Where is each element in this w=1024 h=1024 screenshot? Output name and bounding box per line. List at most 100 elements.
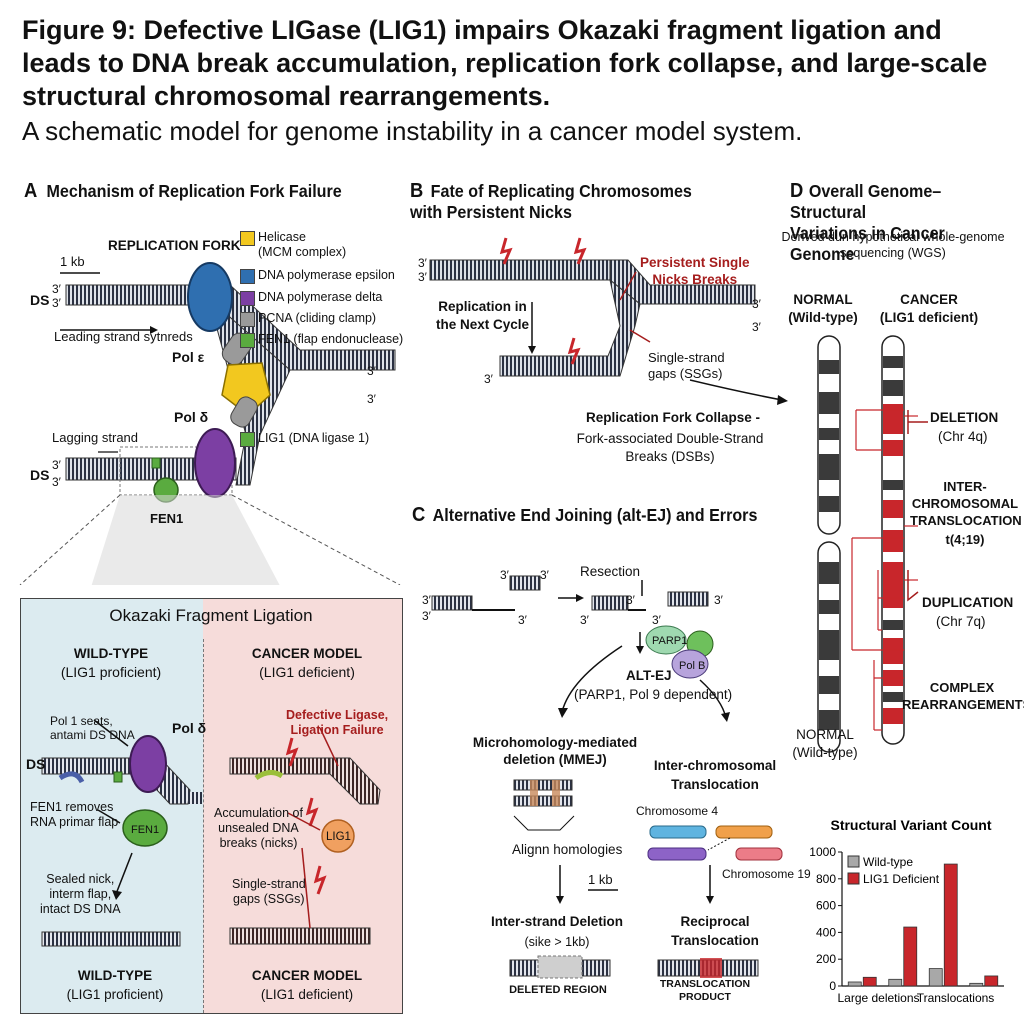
microhomology-block	[530, 780, 538, 806]
prime-label: 3′	[52, 282, 61, 296]
fen1-label: FEN1	[150, 511, 184, 526]
wt-foot: WILD-TYPE	[77, 968, 153, 983]
sealed-text: Sealed nick, interm flap, intact DS DNA	[40, 872, 121, 916]
prime-label: 3′	[418, 256, 427, 270]
legend-item-lig1: LIG1 (DNA ligase 1)	[240, 431, 370, 447]
accum-arrow	[287, 812, 321, 831]
align-label: Alignn homologies	[512, 842, 623, 857]
normal-head: NORMAL (Wild-type)	[788, 292, 858, 325]
exchange-arrow	[707, 837, 731, 851]
prime-label: 3′	[752, 297, 761, 311]
lig1-ok-label: LIG1	[326, 831, 351, 843]
b-parental-duplex	[429, 259, 611, 281]
mmej-strand-bottom	[513, 795, 573, 807]
legend-label: LIG1 (DNA ligase 1)	[258, 431, 370, 445]
pol-delta-label: Pol δ	[174, 409, 209, 425]
down-arrowhead	[112, 890, 122, 900]
defective-text: Defective Ligase, Ligation Failure	[286, 708, 389, 737]
align-bracket	[513, 815, 575, 831]
legend-label: Helicase (MCM complex)	[258, 230, 347, 259]
prime-label: 3′	[52, 458, 61, 472]
polb-label: Pol B	[679, 660, 706, 672]
figure-subtitle: A schematic model for genome instability…	[22, 116, 803, 146]
bar-wild-type	[847, 981, 862, 987]
translocation-product-label: TRANSLOCATION PRODUCT	[659, 978, 751, 1003]
legend-label: DNA polymerase epsilon	[258, 268, 395, 282]
legend-swatch	[847, 872, 860, 885]
legend-item-pcna: PCNA (cliding clamp)	[240, 311, 377, 327]
ssg-b-label: Single-strand gaps (SSGs)	[648, 350, 725, 381]
panel-a-title-text: Mechanism of Replication Fork Failure	[46, 181, 342, 201]
altej-label: ALT-EJ	[626, 668, 672, 683]
cm-fork-arm	[329, 757, 381, 805]
figure-title: Figure 9: Defective LIGase (LIG1) impair…	[22, 15, 988, 111]
altej-sub: (PARP1, Pol 9 dependent)	[574, 687, 733, 702]
mmej-strand-top	[513, 779, 573, 791]
alt-ej-diagram	[431, 575, 783, 979]
resection-label: Resection	[580, 564, 641, 579]
sv-count-chart: Structural Variant Count 020040060080010…	[809, 817, 1004, 1005]
bar-wild-type	[928, 968, 943, 987]
down-arrow	[115, 852, 133, 895]
lig1-swatch	[240, 432, 255, 447]
collapse-label: Replication Fork Collapse -	[586, 410, 761, 425]
y-tick-label: 0	[829, 979, 836, 993]
transloc-down-arrowhead	[706, 896, 714, 904]
legend-label: PCNA (cliding clamp)	[258, 311, 377, 325]
pol-epsilon-label: Pol ε	[172, 349, 205, 365]
bar-lig1-deficient	[862, 976, 877, 987]
ds-ok-label: DS	[26, 756, 46, 772]
cm-sub: (LIG1 deficient)	[259, 664, 355, 680]
microhomology-block	[552, 780, 560, 806]
panel-c-title-text: Alternative End Joining (alt-EJ) and Err…	[432, 505, 758, 525]
normal-foot: NORMAL (Wild-type)	[792, 727, 858, 760]
parp1-label: PARP1	[652, 635, 688, 647]
resected-end-right	[667, 591, 709, 607]
y-tick-label: 1000	[809, 845, 836, 859]
polb-shape	[671, 649, 709, 679]
nick-bolt	[567, 337, 581, 365]
ssg-ok-text: Single-strand gaps (SSGs)	[232, 877, 306, 906]
to-d-arrow	[689, 379, 783, 401]
prime-label: 3′	[580, 613, 589, 627]
break-bolt	[285, 737, 299, 767]
mmej-label: Microhomology-mediated deletion (MMEJ)	[472, 735, 638, 767]
duplication-label: DUPLICATION	[922, 595, 1014, 610]
replication-label: Replication in the Next Cycle	[436, 299, 530, 332]
bar-wild-type	[888, 978, 903, 987]
divider	[203, 639, 204, 1013]
fen1-ok-label: FEN1	[131, 824, 160, 836]
interstrand-sub: (sike > 1kb)	[524, 935, 590, 949]
persistent-arrow	[619, 271, 637, 301]
mmej-down-arrowhead	[556, 896, 564, 904]
okazaki-diagram	[41, 719, 381, 947]
panel-d-letter: D	[790, 180, 804, 202]
prime-label: 3′	[626, 593, 635, 607]
cm-foot-sub: (LIG1 deficient)	[260, 987, 354, 1002]
legend-label: LIG1 Deficient	[863, 872, 940, 886]
prime-label: 3′	[484, 372, 493, 386]
prime-label: 3′	[652, 613, 661, 627]
fen1-ok-shape	[122, 809, 168, 847]
helicase-swatch	[240, 231, 255, 246]
lagging-strand-label: Lagging strand	[52, 430, 139, 445]
mmej-branch-arrowhead	[558, 708, 568, 718]
wt-duplex	[41, 757, 143, 775]
legend-swatch	[847, 855, 860, 868]
cancer-bands	[883, 356, 903, 702]
interstrand-label: Inter-strand Deletion	[490, 914, 623, 929]
pcna-clamp-lower	[230, 396, 258, 428]
deletion-label: DELETION	[930, 410, 999, 425]
lig1-defective-shape	[321, 819, 355, 853]
ds-label-top: DS	[30, 292, 50, 308]
pol-delta-ok-shape	[129, 735, 167, 793]
replication-arrowhead	[528, 346, 536, 354]
x-tick-label: Large deletions	[837, 991, 919, 1005]
pol-delta-shape	[194, 428, 236, 498]
break-bolt	[305, 797, 319, 827]
break-bolt	[313, 865, 327, 895]
rna-flap	[58, 771, 85, 784]
wt-sub: (LIG1 proficient)	[60, 664, 162, 680]
